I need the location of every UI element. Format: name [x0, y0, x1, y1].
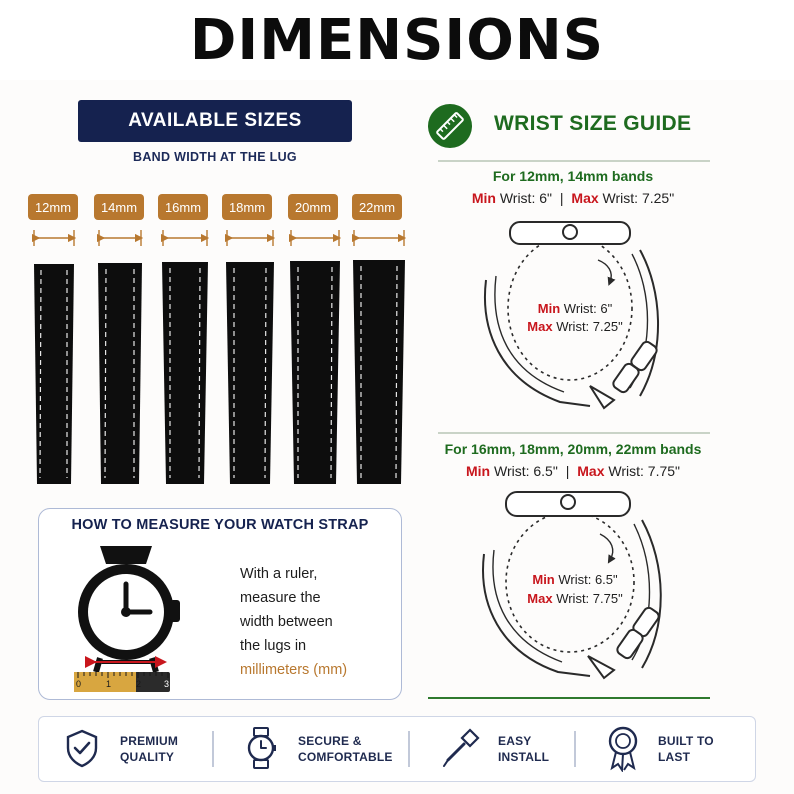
min-value: Wrist: 6.5"	[490, 463, 558, 479]
width-arrows	[31, 230, 407, 246]
guide-rule-top	[438, 160, 710, 162]
strap-14mm	[98, 263, 142, 484]
instruction-line: With a ruler,	[240, 566, 318, 582]
separator: |	[559, 190, 564, 206]
inner-max-label: Max	[527, 591, 553, 606]
measure-title: HOW TO MEASURE YOUR WATCH STRAP	[71, 517, 369, 533]
strap-22mm	[353, 260, 405, 484]
size-tag-20mm: 20mm	[288, 194, 338, 220]
inner-min-label: Min	[532, 572, 555, 587]
small-bands-heading: For 12mm, 14mm bands	[492, 168, 654, 184]
watch-measure-icon	[78, 546, 180, 673]
watch-icon	[244, 726, 278, 770]
large-inner-labels: Min Wrist: 6.5" Max Wrist: 7.75"	[490, 570, 660, 608]
watch-on-wrist-small	[484, 221, 660, 410]
available-sizes-label: AVAILABLE SIZES	[128, 110, 302, 131]
instruction-line: measure the	[240, 590, 321, 606]
inner-max-row: Max Wrist: 7.75"	[490, 589, 660, 608]
band-width-subtitle: BAND WIDTH AT THE LUG	[133, 150, 297, 164]
feature-divider	[212, 731, 214, 767]
feature-easy-install: EASY INSTALL	[498, 733, 549, 765]
feature-line: BUILT TO	[658, 734, 714, 748]
instruction-line: the lugs in	[240, 638, 307, 654]
inner-max-value: Wrist: 7.75"	[552, 591, 623, 606]
feature-line: QUALITY	[120, 750, 175, 764]
max-label: Max	[571, 190, 599, 206]
available-sizes-banner: AVAILABLE SIZES	[78, 100, 352, 142]
strap-16mm	[162, 262, 208, 484]
wrist-guide-title: WRIST SIZE GUIDE	[494, 112, 692, 135]
feature-line: PREMIUM	[120, 734, 179, 748]
ruler: 0 1 2 3	[74, 672, 170, 692]
feature-built-to-last: BUILT TO LAST	[658, 733, 714, 765]
strap-18mm	[226, 262, 274, 484]
screwdriver-icon	[440, 726, 482, 770]
size-tag-18mm: 18mm	[222, 194, 272, 220]
strap-illustrations	[31, 230, 407, 484]
small-bands-range: Min Wrist: 6" | Max Wrist: 7.25"	[420, 190, 726, 206]
max-value: Wrist: 7.75"	[604, 463, 680, 479]
feature-line: COMFORTABLE	[298, 750, 393, 764]
feature-bar	[38, 716, 756, 782]
max-value: Wrist: 7.25"	[598, 190, 675, 206]
small-inner-labels: Min Wrist: 6" Max Wrist: 7.25"	[490, 300, 660, 336]
ruler-icon	[428, 104, 472, 148]
inner-min-label: Min	[537, 301, 561, 316]
large-bands-range: Min Wrist: 6.5" | Max Wrist: 7.75"	[420, 463, 726, 479]
feature-divider	[574, 731, 576, 767]
separator: |	[565, 463, 570, 479]
guide-rule-middle	[438, 432, 710, 434]
inner-min-value: Wrist: 6"	[560, 301, 613, 316]
feature-premium-quality: PREMIUM QUALITY	[120, 733, 178, 765]
page-title: DIMENSIONS	[189, 7, 605, 73]
feature-secure-comfortable: SECURE & COMFORTABLE	[298, 733, 393, 765]
min-label: Min	[471, 190, 496, 206]
title-band: DIMENSIONS	[0, 0, 794, 80]
shield-check-icon	[62, 728, 102, 768]
feature-line: INSTALL	[498, 750, 550, 764]
min-label: Min	[465, 463, 491, 479]
instruction-line: width between	[240, 614, 333, 630]
inner-max-value: Wrist: 7.25"	[552, 319, 623, 334]
ruler-num-1: 1	[106, 679, 112, 689]
measure-instructions: With a ruler, measure the width between …	[240, 562, 390, 682]
size-tag-12mm: 12mm	[28, 194, 78, 220]
max-label: Max	[577, 463, 605, 479]
guide-rule-bottom	[428, 697, 710, 699]
inner-max-label: Max	[527, 319, 553, 334]
award-ribbon-icon	[604, 724, 642, 774]
feature-line: LAST	[658, 750, 691, 764]
strap-20mm	[290, 261, 340, 484]
ruler-num-3: 3	[164, 679, 170, 689]
inner-max-row: Max Wrist: 7.25"	[490, 318, 660, 336]
size-tag-14mm: 14mm	[94, 194, 144, 220]
size-tag-22mm: 22mm	[352, 194, 402, 220]
inner-min-row: Min Wrist: 6.5"	[490, 570, 660, 589]
size-tag-16mm: 16mm	[158, 194, 208, 220]
inner-min-row: Min Wrist: 6"	[490, 300, 660, 318]
instruction-emphasis: millimeters (mm)	[240, 662, 348, 678]
watch-on-wrist-large	[482, 491, 662, 680]
inner-min-value: Wrist: 6.5"	[554, 572, 618, 587]
strap-12mm	[34, 264, 74, 484]
ruler-num-0: 0	[76, 679, 82, 689]
feature-line: SECURE &	[298, 734, 362, 748]
feature-divider	[408, 731, 410, 767]
min-value: Wrist: 6"	[495, 190, 552, 206]
feature-line: EASY	[498, 734, 532, 748]
large-bands-heading: For 16mm, 18mm, 20mm, 22mm bands	[444, 441, 702, 457]
ruler-num-2: 2	[136, 679, 142, 689]
